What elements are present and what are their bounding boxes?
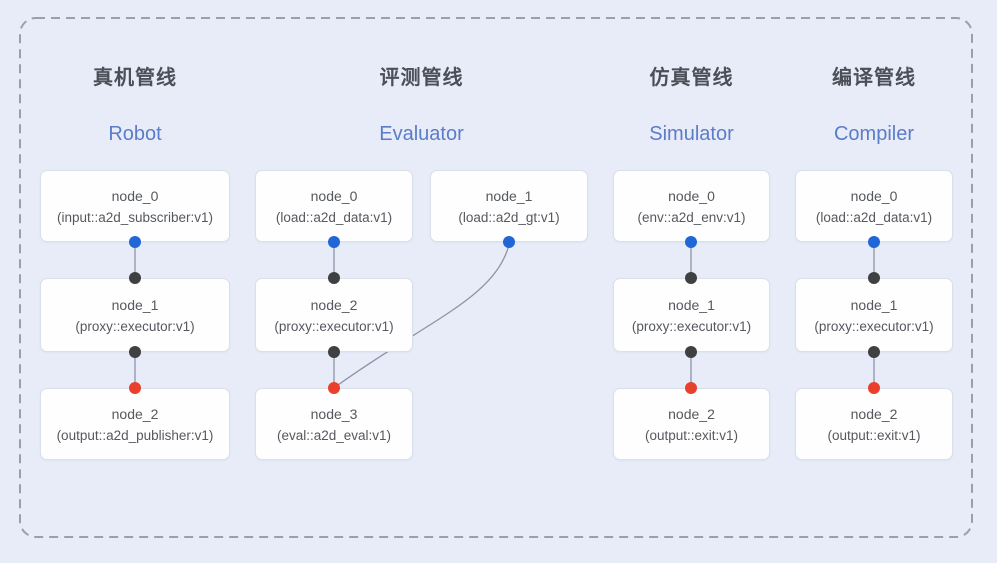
pipeline-title-cn-evaluator: 评测管线 [379, 67, 464, 89]
node-box-compiler-1: node_1 (proxy::executor:v1) [795, 278, 953, 352]
node-impl: (proxy::executor:v1) [274, 318, 394, 334]
pipeline-title-en-simulator: Simulator [649, 123, 734, 145]
node-impl: (output::exit:v1) [644, 427, 739, 443]
pipeline-title-en-compiler: Compiler [833, 123, 915, 145]
node-impl: (load::a2d_data:v1) [815, 209, 933, 225]
node-box-compiler-2: node_2 (output::exit:v1) [795, 388, 953, 460]
node-impl: (env::a2d_env:v1) [637, 209, 746, 225]
node-box-robot-2: node_2 (output::a2d_publisher:v1) [40, 388, 230, 460]
node-name: node_2 [668, 405, 715, 422]
node-name: node_0 [111, 187, 159, 204]
node-impl: (output::exit:v1) [827, 427, 921, 443]
node-box-evaluator-3: node_3 (eval::a2d_eval:v1) [255, 388, 413, 460]
output-port-dot [129, 236, 141, 248]
node-box-evaluator-1: node_1 (load::a2d_gt:v1) [430, 170, 588, 242]
pipeline-title-en-evaluator: Evaluator [379, 123, 464, 145]
input-port-dot [868, 382, 880, 394]
output-port-dot [685, 346, 697, 358]
edge-load-gt-to-eval [337, 244, 510, 386]
pipeline-title-cn-compiler: 编译管线 [832, 67, 916, 89]
input-port-dot [328, 272, 340, 284]
node-box-simulator-0: node_0 (env::a2d_env:v1) [613, 170, 770, 242]
input-port-dot [685, 272, 697, 284]
node-impl: (proxy::executor:v1) [631, 318, 752, 334]
node-name: node_0 [668, 187, 715, 204]
pipeline-title-cn-simulator: 仿真管线 [649, 67, 734, 89]
output-port-dot [328, 236, 340, 248]
node-name: node_1 [485, 187, 533, 204]
node-box-simulator-1: node_1 (proxy::executor:v1) [613, 278, 770, 352]
dashed-frame [19, 17, 973, 538]
node-name: node_2 [850, 405, 898, 422]
node-box-robot-1: node_1 (proxy::executor:v1) [40, 278, 230, 352]
input-port-dot [868, 272, 880, 284]
output-port-dot [685, 236, 697, 248]
node-box-robot-0: node_0 (input::a2d_subscriber:v1) [40, 170, 230, 242]
node-impl: (proxy::executor:v1) [814, 318, 934, 334]
node-name: node_2 [310, 296, 358, 313]
node-name: node_1 [111, 296, 159, 313]
output-port-dot [129, 346, 141, 358]
output-port-dot [868, 236, 880, 248]
node-box-evaluator-2: node_2 (proxy::executor:v1) [255, 278, 413, 352]
node-box-evaluator-0: node_0 (load::a2d_data:v1) [255, 170, 413, 242]
node-impl: (input::a2d_subscriber:v1) [56, 209, 214, 225]
node-name: node_1 [668, 296, 715, 313]
input-port-dot [129, 382, 141, 394]
node-impl: (eval::a2d_eval:v1) [276, 427, 392, 443]
input-port-dot [328, 382, 340, 394]
output-port-dot [503, 236, 515, 248]
node-impl: (proxy::executor:v1) [75, 318, 195, 334]
node-box-compiler-0: node_0 (load::a2d_data:v1) [795, 170, 953, 242]
node-name: node_0 [310, 187, 358, 204]
node-name: node_2 [111, 405, 159, 422]
node-name: node_3 [310, 405, 358, 422]
node-impl: (output::a2d_publisher:v1) [56, 427, 214, 443]
output-port-dot [328, 346, 340, 358]
input-port-dot [685, 382, 697, 394]
input-port-dot [129, 272, 141, 284]
pipeline-title-cn-robot: 真机管线 [93, 67, 177, 89]
node-impl: (load::a2d_data:v1) [275, 209, 393, 225]
node-impl: (load::a2d_gt:v1) [458, 209, 560, 225]
node-box-simulator-2: node_2 (output::exit:v1) [613, 388, 770, 460]
node-name: node_1 [850, 296, 898, 313]
pipeline-title-en-robot: Robot [108, 123, 162, 145]
output-port-dot [868, 346, 880, 358]
node-name: node_0 [850, 187, 898, 204]
